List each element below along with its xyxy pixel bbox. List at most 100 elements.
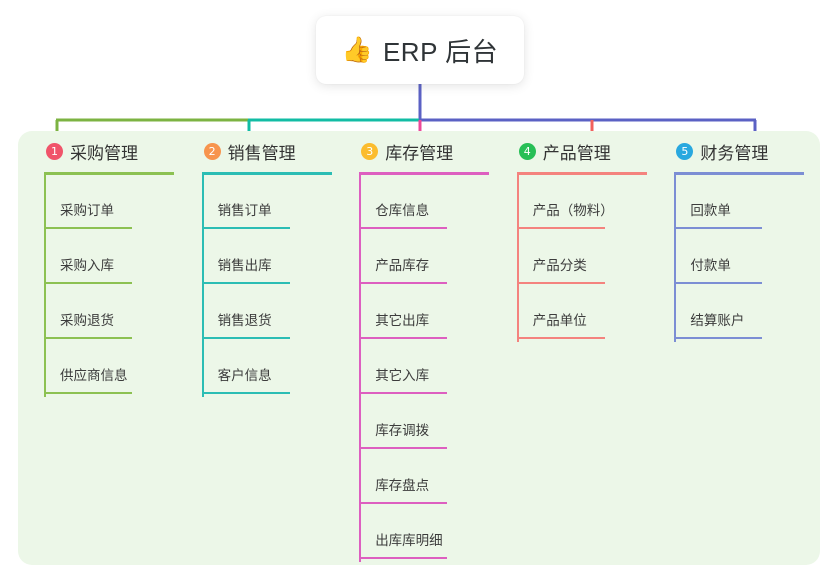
branch-item[interactable]: 库存盘点 — [347, 458, 505, 513]
branch-item-underline — [44, 337, 132, 339]
branch-item-underline — [201, 337, 290, 339]
branch-item-label: 付款单 — [690, 258, 731, 273]
branch-number-badge: 4 — [518, 143, 536, 160]
branch-item-underline — [44, 392, 132, 394]
branch-item-underline — [201, 227, 290, 229]
branch-item-underline — [359, 227, 448, 229]
branch-item[interactable]: 其它出库 — [347, 293, 505, 348]
branch-item[interactable]: 产品（物料） — [505, 183, 663, 238]
branch-item-underline — [674, 227, 763, 229]
branch-spine — [44, 175, 46, 397]
branch-item-label: 结算账户 — [690, 313, 745, 328]
branch-header-underline — [674, 172, 805, 175]
branch-number-badge: 3 — [361, 143, 379, 160]
branch-item-list: 采购订单采购入库采购退货供应商信息 — [32, 172, 190, 403]
branch-item-label: 仓库信息 — [375, 203, 430, 218]
branch-item[interactable]: 供应商信息 — [32, 348, 190, 403]
branch-item[interactable]: 付款单 — [662, 238, 820, 293]
branch-number-badge: 1 — [46, 143, 63, 160]
branch-item[interactable]: 仓库信息 — [347, 183, 505, 238]
branch-header-underline — [201, 172, 332, 175]
branch-item[interactable]: 其它入库 — [347, 348, 505, 403]
branch-item[interactable]: 出库库明细 — [347, 513, 505, 568]
branch-header-underline — [44, 172, 174, 175]
branch-item[interactable]: 产品库存 — [347, 238, 505, 293]
branch-item-underline — [359, 502, 448, 504]
branch-item[interactable]: 销售出库 — [190, 238, 348, 293]
branch-item[interactable]: 采购退货 — [32, 293, 190, 348]
branch-item-label: 其它出库 — [375, 313, 430, 328]
branch-header-4[interactable]: 4 产品管理 — [505, 131, 663, 172]
branch-column-2: 2 销售管理销售订单销售出库销售退货客户信息 — [190, 131, 348, 565]
branch-item[interactable]: 客户信息 — [190, 348, 348, 403]
branch-item-underline — [201, 282, 290, 284]
branch-title: 销售管理 — [227, 144, 296, 163]
branch-item[interactable]: 回款单 — [662, 183, 820, 238]
branch-item-underline — [359, 447, 448, 449]
branch-header-3[interactable]: 3 库存管理 — [347, 131, 505, 172]
branch-item-underline — [359, 557, 448, 559]
branch-item-underline — [516, 337, 605, 339]
branch-title: 产品管理 — [542, 144, 611, 163]
branch-item-label: 库存盘点 — [375, 478, 430, 493]
branch-item[interactable]: 采购入库 — [32, 238, 190, 293]
branch-columns: 1 采购管理采购订单采购入库采购退货供应商信息 2 销售管理销售订单销售出库销售退货客… — [18, 131, 820, 565]
branch-item-label: 库存调拨 — [375, 423, 430, 438]
branch-panel — [18, 131, 820, 565]
branch-item-underline — [516, 282, 605, 284]
branch-item[interactable]: 采购订单 — [32, 183, 190, 238]
branch-number-badge: 5 — [676, 143, 694, 160]
branch-item[interactable]: 结算账户 — [662, 293, 820, 348]
branch-spine — [516, 175, 519, 342]
branch-item-underline — [44, 282, 132, 284]
branch-item-label: 产品（物料） — [532, 203, 614, 218]
branch-spine — [201, 175, 204, 397]
branch-item-list: 回款单付款单结算账户 — [662, 172, 820, 348]
branch-item[interactable]: 产品单位 — [505, 293, 663, 348]
branch-title: 库存管理 — [385, 144, 454, 163]
root-title: ERP 后台 — [382, 36, 499, 67]
branch-item-label: 其它入库 — [375, 368, 430, 383]
branch-item-label: 产品单位 — [532, 313, 587, 328]
branch-title: 采购管理 — [70, 144, 138, 163]
branch-item-underline — [674, 282, 763, 284]
branch-item-label: 采购退货 — [60, 313, 114, 328]
branch-item[interactable]: 销售退货 — [190, 293, 348, 348]
branch-column-5: 5 财务管理回款单付款单结算账户 — [662, 131, 820, 565]
branch-item-list: 销售订单销售出库销售退货客户信息 — [190, 172, 348, 403]
branch-item-label: 回款单 — [690, 203, 731, 218]
branch-number-badge: 2 — [203, 143, 221, 160]
branch-header-1[interactable]: 1 采购管理 — [32, 131, 190, 172]
branch-item-label: 销售退货 — [217, 313, 272, 328]
branch-item-underline — [359, 337, 448, 339]
branch-item[interactable]: 产品分类 — [505, 238, 663, 293]
branch-item-underline — [359, 282, 448, 284]
branch-spine — [674, 175, 677, 342]
root-node[interactable]: 👍 ERP 后台 — [316, 16, 524, 84]
branch-item-label: 销售订单 — [217, 203, 272, 218]
branch-item-label: 销售出库 — [217, 258, 272, 273]
branch-item-underline — [359, 392, 448, 394]
branch-column-1: 1 采购管理采购订单采购入库采购退货供应商信息 — [32, 131, 190, 565]
branch-column-3: 3 库存管理仓库信息产品库存其它出库其它入库库存调拨库存盘点出库库明细 — [347, 131, 505, 565]
thumbs-up-icon: 👍 — [341, 35, 373, 64]
branch-item[interactable]: 销售订单 — [190, 183, 348, 238]
branch-item-label: 供应商信息 — [60, 368, 128, 383]
branch-item-underline — [516, 227, 605, 229]
branch-item-underline — [44, 227, 132, 229]
branch-item-label: 产品库存 — [375, 258, 430, 273]
branch-item[interactable]: 库存调拨 — [347, 403, 505, 458]
branch-item-underline — [674, 337, 763, 339]
branch-header-underline — [516, 172, 647, 175]
branch-column-4: 4 产品管理产品（物料） 产品分类产品单位 — [505, 131, 663, 565]
branch-item-label: 采购订单 — [60, 203, 114, 218]
branch-item-label: 出库库明细 — [375, 533, 443, 548]
branch-item-underline — [201, 392, 290, 394]
branch-item-list: 产品（物料） 产品分类产品单位 — [505, 172, 663, 348]
branch-title: 财务管理 — [700, 144, 769, 163]
branch-item-label: 客户信息 — [217, 368, 272, 383]
branch-item-label: 产品分类 — [532, 258, 587, 273]
branch-header-2[interactable]: 2 销售管理 — [190, 131, 348, 172]
branch-header-5[interactable]: 5 财务管理 — [662, 131, 820, 172]
